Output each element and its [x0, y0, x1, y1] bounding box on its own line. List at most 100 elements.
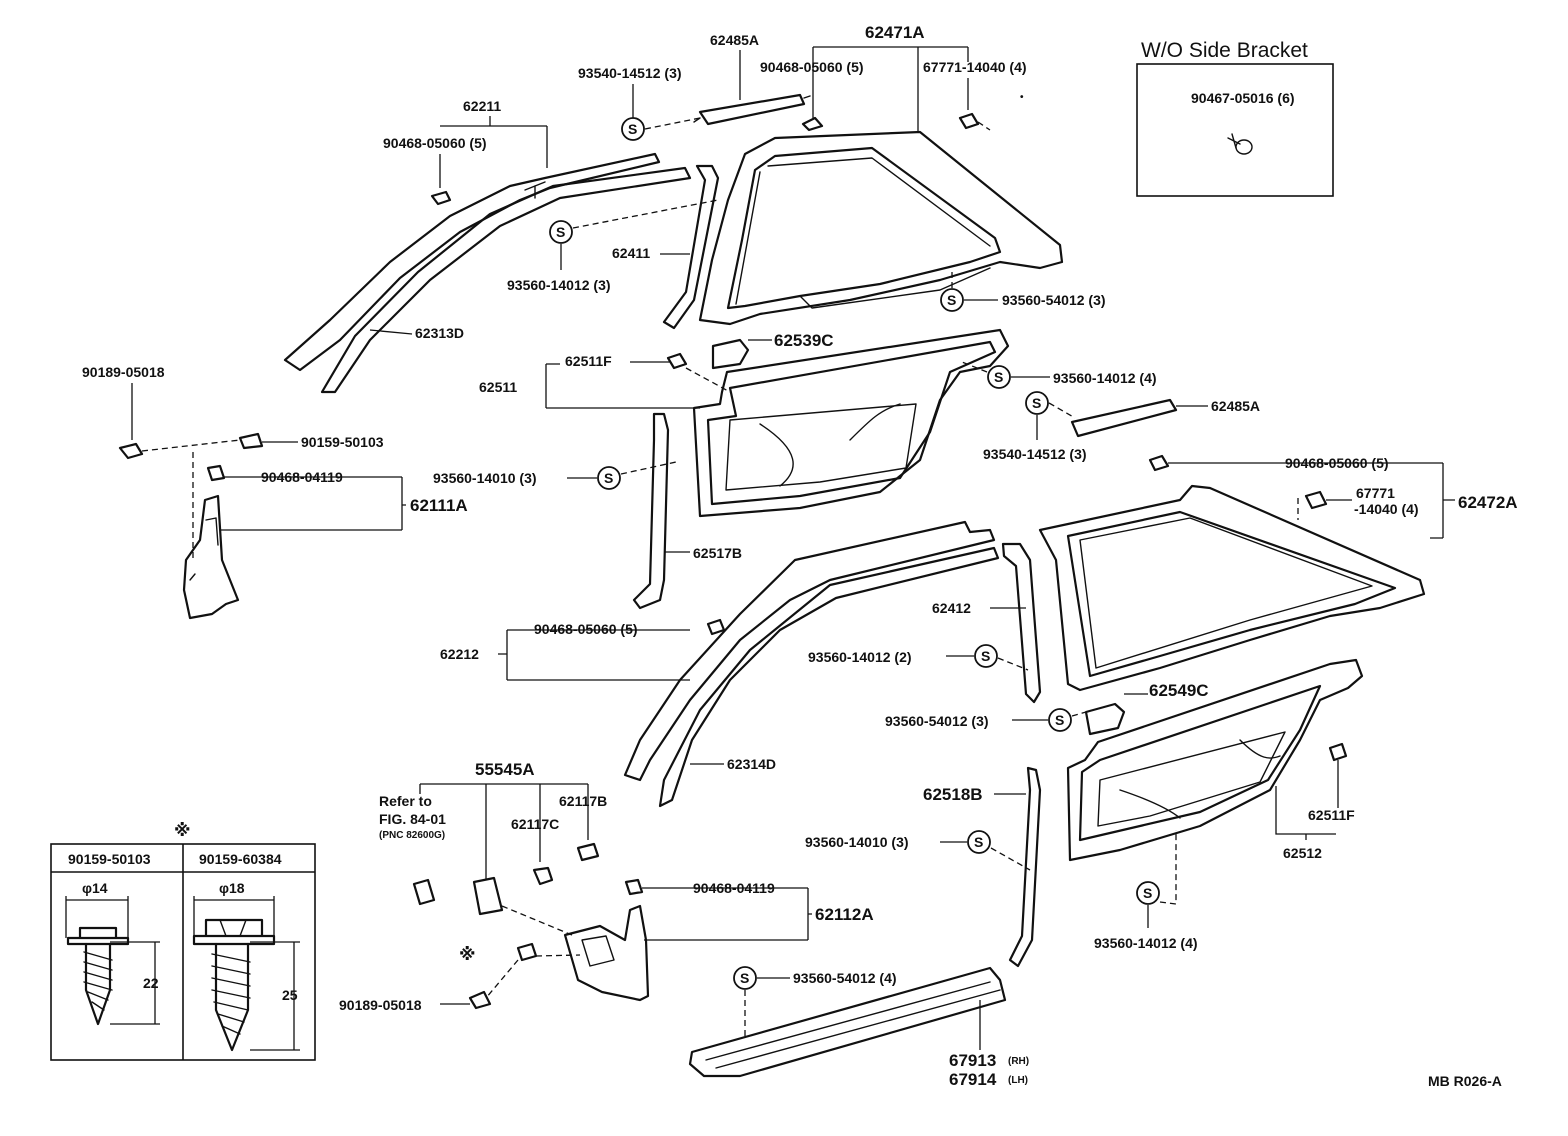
- s-marker-3: S: [940, 288, 964, 312]
- asterisk-mark-2: ※: [174, 821, 191, 840]
- strip-62517B: [632, 412, 670, 610]
- label-90159-50103: 90159-50103: [301, 434, 384, 450]
- screw-icon-2: [192, 918, 276, 1052]
- svg-text:S: S: [1032, 395, 1041, 411]
- label-93560-14010-right: 93560-14010 (3): [805, 834, 909, 850]
- clip-90468-top: [801, 116, 824, 132]
- table-header-2: 90159-60384: [199, 851, 282, 867]
- label-55545A: 55545A: [475, 760, 535, 779]
- asterisk-mark-1: ※: [459, 945, 476, 964]
- screw-spec-table: ※ 90159-50103 90159-60384 φ14 22 φ18 25: [50, 821, 316, 1061]
- svg-text:S: S: [628, 121, 637, 137]
- rail-62314D: [658, 546, 1000, 808]
- scuff-plate-67913: [688, 966, 1007, 1078]
- svg-text:S: S: [1143, 885, 1152, 901]
- s-marker-6: S: [597, 466, 621, 490]
- clip-62511F-top: [666, 352, 688, 370]
- part-62539C: [711, 338, 750, 370]
- label-90468-04119-left: 90468-04119: [261, 469, 343, 485]
- clip-90468-right: [1148, 454, 1170, 472]
- label-62511F-top: 62511F: [565, 353, 612, 369]
- screw-icon-1: [66, 926, 130, 1026]
- molding-62485A-top: [698, 93, 806, 126]
- length-2: 25: [282, 987, 298, 1003]
- label-93560-14012-2: 93560-14012 (2): [808, 649, 912, 665]
- refer-line-2: FIG. 84-01: [379, 811, 446, 827]
- label-67771-b: -14040 (4): [1354, 501, 1419, 517]
- inset-title: W/O Side Bracket: [1141, 39, 1308, 62]
- svg-text:S: S: [604, 470, 613, 486]
- label-62485A-top: 62485A: [710, 32, 759, 48]
- bracket-55545A: [472, 876, 504, 916]
- mark-dot: •: [1020, 92, 1024, 103]
- s-marker-5: S: [1025, 391, 1049, 415]
- label-93560-14012-3: 93560-14012 (3): [507, 277, 611, 293]
- label-90468-05060-right: 90468-05060 (5): [1285, 455, 1389, 471]
- strip-62518B: [1008, 766, 1042, 968]
- svg-text:S: S: [1055, 712, 1064, 728]
- label-67913-side: (RH): [1008, 1056, 1029, 1067]
- label-93540-14512-mid: 93540-14512 (3): [983, 446, 1087, 462]
- clip-90468-left: [430, 190, 452, 206]
- s-marker-7: S: [974, 644, 998, 668]
- table-header-1: 90159-50103: [68, 851, 151, 867]
- label-67914: 67914: [949, 1070, 997, 1089]
- clip-90468-mid: [706, 618, 726, 636]
- diagram-code: MB R026-A: [1428, 1073, 1502, 1089]
- label-67771-a: 67771: [1356, 485, 1395, 501]
- label-93560-54012-4: 93560-54012 (4): [793, 970, 897, 986]
- svg-text:S: S: [974, 834, 983, 850]
- label-93560-54012-3-mid: 93560-54012 (3): [885, 713, 989, 729]
- cap-part: [412, 878, 436, 906]
- label-93540-14512-top: 93540-14512 (3): [578, 65, 682, 81]
- rail-62313D: [320, 166, 692, 394]
- svg-text:S: S: [947, 292, 956, 308]
- svg-text:S: S: [740, 970, 749, 986]
- label-67913: 67913: [949, 1051, 996, 1070]
- s-marker-2: S: [549, 220, 573, 244]
- label-62314D: 62314D: [727, 756, 776, 772]
- label-93560-54012-3-top: 93560-54012 (3): [1002, 292, 1106, 308]
- label-67771-14040-top: 67771-14040 (4): [923, 59, 1027, 75]
- length-1: 22: [143, 975, 159, 991]
- label-62211: 62211: [463, 98, 501, 114]
- clip-67771-top: [958, 112, 980, 130]
- screw-90159-50103: [238, 432, 264, 450]
- label-90189-05018-bottom: 90189-05018: [339, 997, 422, 1013]
- refer-line-1: Refer to: [379, 793, 432, 809]
- panel-62511: [692, 328, 1010, 518]
- part-62549C: [1084, 702, 1126, 736]
- clip-icon: [1227, 133, 1253, 155]
- refer-line-3: (PNC 82600G): [379, 830, 445, 841]
- clip-62511F-right: [1328, 742, 1348, 762]
- label-90189-05018-left: 90189-05018: [82, 364, 165, 380]
- s-marker-8: S: [1048, 708, 1072, 732]
- label-62411: 62411: [612, 245, 650, 261]
- label-62313D: 62313D: [415, 325, 464, 341]
- label-62512: 62512: [1283, 845, 1322, 861]
- label-62511: 62511: [479, 379, 517, 395]
- s-marker-10: S: [1136, 881, 1160, 905]
- label-90468-05060-left: 90468-05060 (5): [383, 135, 487, 151]
- label-90468-05060-mid: 90468-05060 (5): [534, 621, 638, 637]
- label-90468-05060-top: 90468-05060 (5): [760, 59, 864, 75]
- label-62511F-right: 62511F: [1308, 807, 1355, 823]
- clip-90189-bottom: [468, 990, 492, 1010]
- inset-part-label: 90467-05016 (6): [1191, 90, 1295, 106]
- label-62111A: 62111A: [410, 496, 468, 515]
- diameter-1: φ14: [82, 880, 108, 896]
- clip-67771-right: [1304, 490, 1328, 510]
- label-90468-04119-bottom: 90468-04119: [693, 880, 775, 896]
- part-62117B: [576, 842, 600, 862]
- frame-62472A: [1038, 484, 1426, 692]
- label-62549C: 62549C: [1149, 681, 1209, 700]
- label-93560-14010-left: 93560-14010 (3): [433, 470, 537, 486]
- inset-box: [1136, 63, 1334, 197]
- rail-62212: [623, 520, 996, 782]
- rail-62211: [283, 152, 661, 372]
- label-62117C: 62117C: [511, 816, 559, 832]
- screw-star: [516, 942, 538, 962]
- label-62518B: 62518B: [923, 785, 983, 804]
- callout-62471A: 62471A: [812, 23, 969, 132]
